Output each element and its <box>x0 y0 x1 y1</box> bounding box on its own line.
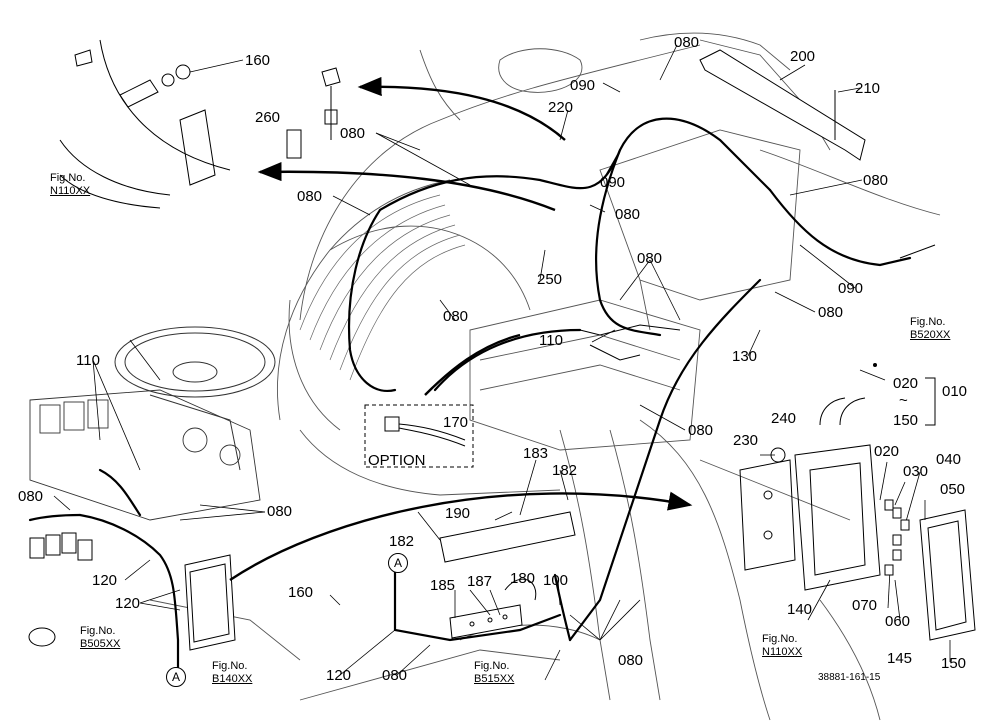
part-number-182-a: 182 <box>552 462 578 479</box>
connector-a-center: A <box>388 553 408 573</box>
part-number-160-bottom: 160 <box>288 584 314 601</box>
part-number-050: 050 <box>940 481 966 498</box>
fig-ref-caption: Fig.No. <box>50 172 86 184</box>
part-200-strip <box>699 49 866 161</box>
part-185-187 <box>449 604 523 639</box>
part-number-150-range-end: 150 <box>893 412 919 429</box>
part-number-110-a: 110 <box>539 332 563 349</box>
fig-ref-caption: Fig.No. <box>474 660 510 672</box>
part-number-100: 100 <box>543 572 569 589</box>
dot-010 <box>873 363 877 367</box>
part-number-210: 210 <box>855 80 881 97</box>
part-number-160-top: 160 <box>245 52 271 69</box>
part-number-170: 170 <box>443 414 469 431</box>
part-number-080-j: 080 <box>18 488 44 505</box>
fig-ref-b515: Fig.No. B515XX <box>474 660 514 686</box>
part-number-070: 070 <box>852 597 878 614</box>
part-number-150: 150 <box>941 655 967 672</box>
part-number-080-i: 080 <box>688 422 714 439</box>
bracket-183 <box>439 511 576 563</box>
part-number-080-l: 080 <box>618 652 644 669</box>
part-number-130: 130 <box>732 348 758 365</box>
wire-harness <box>28 117 912 670</box>
controller-module <box>184 554 236 651</box>
part-number-200: 200 <box>790 48 816 65</box>
part-number-145: 145 <box>887 650 913 667</box>
part-number-110-b: 110 <box>76 352 100 369</box>
part-number-080-g: 080 <box>443 308 469 325</box>
part-number-240: 240 <box>771 410 797 427</box>
bracket-010 <box>925 377 936 426</box>
part-number-230: 230 <box>733 432 759 449</box>
part-number-120-b: 120 <box>115 595 141 612</box>
fig-ref-number: B505XX <box>80 638 121 650</box>
connector-a-left: A <box>166 667 186 687</box>
part-number-080-b: 080 <box>297 188 323 205</box>
part-number-080-a: 080 <box>340 125 366 142</box>
part-number-185: 185 <box>430 577 456 594</box>
fig-ref-number: B520XX <box>910 329 951 341</box>
steering-wheel <box>114 326 276 471</box>
fig-ref-caption: Fig.No. <box>762 633 798 645</box>
part-number-010: 010 <box>942 383 968 400</box>
instrument-panel <box>29 389 261 521</box>
option-box <box>364 404 474 468</box>
part-number-030: 030 <box>903 463 929 480</box>
fig-ref-number: B515XX <box>474 673 515 685</box>
fig-ref-caption: Fig.No. <box>910 316 946 328</box>
part-number-040: 040 <box>936 451 962 468</box>
part-number-140: 140 <box>787 601 813 618</box>
part-number-190: 190 <box>445 505 471 522</box>
part-number-182-b: 182 <box>389 533 415 550</box>
part-number-020: 020 <box>874 443 900 460</box>
part-number-020-range-start: 020 <box>893 375 919 392</box>
drawing-number: 38881-161-15 <box>818 672 881 683</box>
part-number-080-e: 080 <box>863 172 889 189</box>
fig-ref-b520: Fig.No. B520XX <box>910 316 950 342</box>
fig-ref-caption: Fig.No. <box>212 660 248 672</box>
part-number-120-c: 120 <box>326 667 352 684</box>
part-number-090-c: 090 <box>838 280 864 297</box>
part-number-180: 180 <box>510 570 536 587</box>
fuse-parts <box>884 499 910 576</box>
part-number-080-h: 080 <box>818 304 844 321</box>
relay-cluster <box>28 532 93 647</box>
thin-wires <box>504 244 936 601</box>
option-connector-170 <box>384 416 466 447</box>
tractor-body-outline <box>149 32 941 721</box>
part-number-250: 250 <box>537 271 563 288</box>
detail-top-left <box>59 39 341 209</box>
part-number-090-b: 090 <box>600 174 626 191</box>
fuse-box-artwork <box>739 397 976 641</box>
part-number-080-c: 080 <box>674 34 700 51</box>
part-number-080-k: 080 <box>267 503 293 520</box>
part-number-090-a: 090 <box>570 77 596 94</box>
fig-ref-number: B140XX <box>212 673 253 685</box>
option-label: OPTION <box>368 452 426 469</box>
fig-ref-number: N110XX <box>762 646 803 658</box>
part-number-260: 260 <box>255 109 281 126</box>
fig-ref-caption: Fig.No. <box>80 625 116 637</box>
fender-arcs <box>299 194 466 381</box>
fig-ref-b140: Fig.No. B140XX <box>212 660 252 686</box>
part-number-080-d: 080 <box>615 206 641 223</box>
fig-ref-n110-bottom: Fig.No. N110XX <box>762 633 802 659</box>
fig-ref-n110-top: Fig.No. N110XX <box>50 172 90 198</box>
part-number-080-f: 080 <box>637 250 663 267</box>
part-number-120-a: 120 <box>92 572 118 589</box>
range-separator: ~ <box>899 392 908 409</box>
part-number-187: 187 <box>467 573 493 590</box>
part-number-220: 220 <box>548 99 574 116</box>
part-number-183: 183 <box>523 445 549 462</box>
fig-ref-b505: Fig.No. B505XX <box>80 625 120 651</box>
leader-lines <box>53 44 951 681</box>
part-number-060: 060 <box>885 613 911 630</box>
reference-arrows <box>229 76 693 581</box>
part-number-080-m: 080 <box>382 667 408 684</box>
fig-ref-number: N110XX <box>50 185 91 197</box>
